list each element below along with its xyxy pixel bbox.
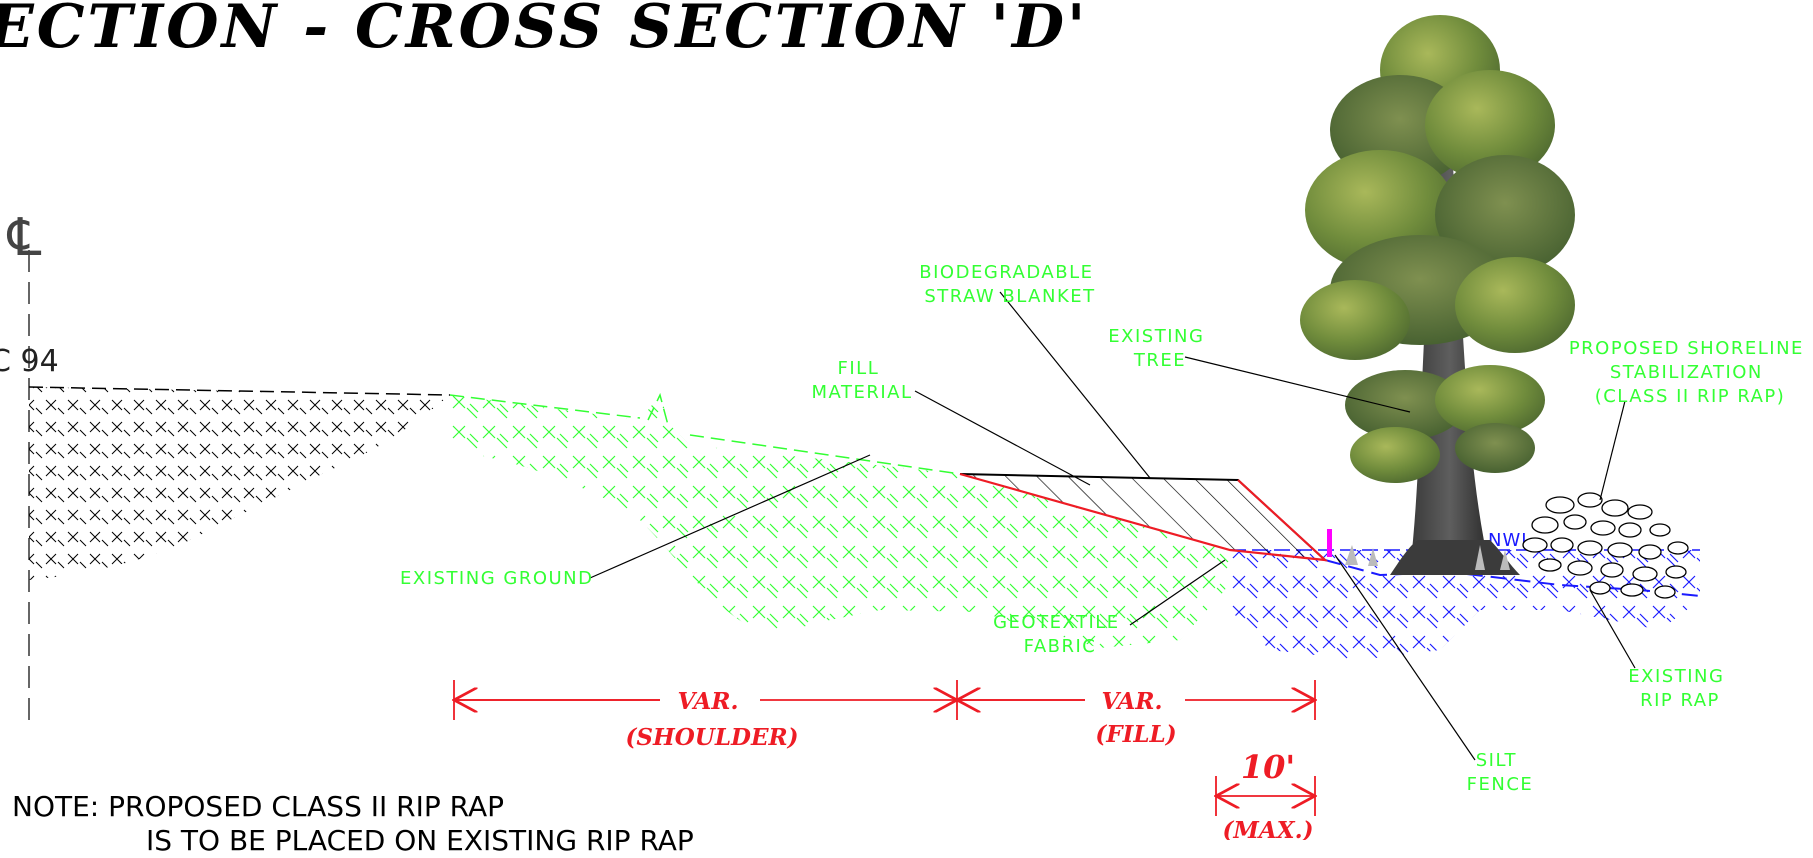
existing-tree-label: EXISTING TREE	[1108, 326, 1211, 371]
nwl-label: NWL	[1488, 530, 1532, 551]
station-label: C 94	[0, 344, 59, 379]
silt-fence-label: SILT FENCE	[1467, 750, 1534, 795]
note-line-1: NOTE: PROPOSED CLASS II RIP RAP	[12, 790, 505, 823]
shoulder-dimension-label: VAR. (SHOULDER)	[626, 688, 799, 751]
fill-dimension-label: VAR. (FILL)	[1095, 688, 1176, 748]
annotation-labels: BIODEGRADABLE STRAW BLANKET EXISTING TRE…	[400, 262, 1811, 795]
max-dimension-label: (MAX.)	[1223, 817, 1314, 840]
fill-material-label: FILL MATERIAL	[812, 358, 913, 403]
existing-rip-rap-label: EXISTING RIP RAP	[1628, 666, 1731, 711]
leader-lines	[589, 291, 1636, 761]
existing-ground-label: EXISTING GROUND	[400, 568, 594, 589]
drawing-note: NOTE: PROPOSED CLASS II RIP RAP IS TO BE…	[12, 790, 694, 858]
section-svg: ℄ C 94 NWL	[0, 15, 1811, 840]
note-line-2: IS TO BE PLACED ON EXISTING RIP RAP	[146, 824, 694, 857]
dimension-texts: VAR. (SHOULDER) VAR. (FILL) 10' (MAX.)	[626, 688, 1314, 840]
max-dimension-value: 10'	[1241, 748, 1295, 786]
silt-fence-post-icon	[1327, 529, 1332, 557]
existing-ground-fill	[449, 392, 1235, 648]
proposed-shoreline-label: PROPOSED SHORELINE STABILIZATION (CLASS …	[1569, 338, 1811, 407]
centerline-symbol-icon: ℄	[6, 208, 42, 268]
rip-rap-rocks-icon	[1522, 492, 1689, 599]
tree-icon	[1300, 15, 1575, 575]
centerline: ℄ C 94	[0, 208, 59, 730]
fill-material-wedge	[959, 472, 1329, 562]
existing-pavement	[28, 386, 451, 580]
dimension-lines	[454, 680, 1315, 816]
biodegradable-blanket-label: BIODEGRADABLE STRAW BLANKET	[919, 262, 1100, 307]
geotextile-fabric-label: GEOTEXTILE FABRIC	[993, 612, 1127, 657]
drawing-title: ECTION - CROSS SECTION 'D'	[0, 0, 1089, 62]
